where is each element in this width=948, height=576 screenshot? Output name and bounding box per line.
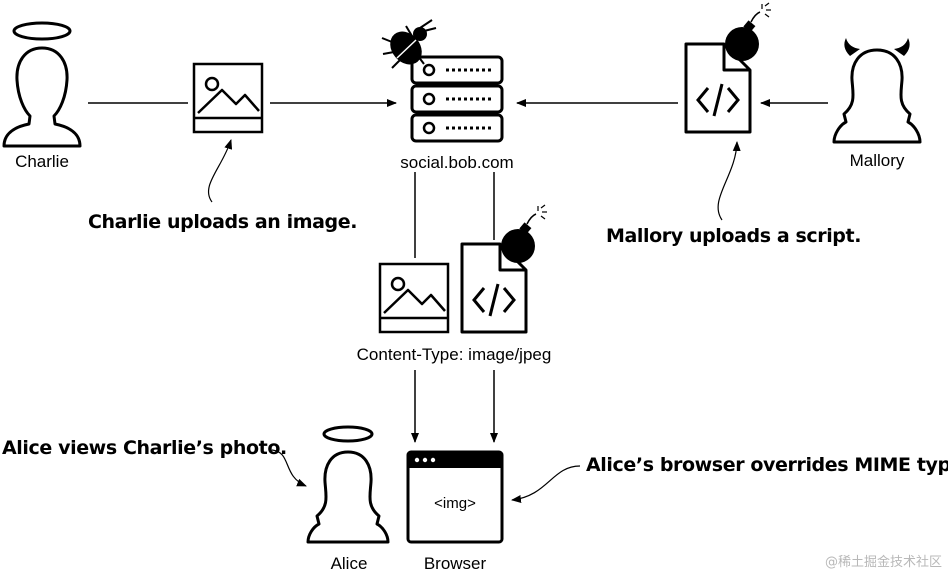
content-type-label: Content-Type: image/jpeg xyxy=(357,345,552,364)
uploaded-image-file-icon xyxy=(192,62,264,134)
browser-window-icon xyxy=(406,450,504,544)
bomb-icon xyxy=(725,2,771,61)
served-script-file-icon xyxy=(460,242,528,334)
charlie-uploads-annotation: Charlie uploads an image. xyxy=(88,211,357,233)
browser-annotation-arrow xyxy=(511,465,581,503)
charlie-annotation-arrow xyxy=(207,139,233,203)
malicious-script-file-icon xyxy=(684,42,752,134)
charlie-label: Charlie xyxy=(15,152,69,171)
alice-angel-user-icon xyxy=(306,425,390,544)
bug-icon xyxy=(381,19,437,69)
img-tag-label: <img> xyxy=(434,495,476,512)
charlie-angel-user-icon xyxy=(2,21,82,148)
watermark: @稀土掘金技术社区 xyxy=(825,554,942,570)
alice-views-annotation: Alice views Charlie’s photo. xyxy=(2,437,287,459)
mallory-label: Mallory xyxy=(850,151,905,170)
server-label: social.bob.com xyxy=(400,153,513,172)
mallory-annotation-arrow xyxy=(717,141,741,221)
browser-overrides-annotation: Alice’s browser overrides MIME type. xyxy=(586,454,948,476)
served-image-file-icon xyxy=(378,262,450,334)
mallory-uploads-annotation: Mallory uploads a script. xyxy=(606,225,861,247)
browser-label: Browser xyxy=(424,554,487,573)
server-icon xyxy=(410,55,504,143)
alice-annotation-arrow xyxy=(271,449,307,487)
alice-label: Alice xyxy=(331,554,368,573)
served-bomb-icon xyxy=(501,204,547,263)
mallory-devil-user-icon xyxy=(832,38,922,144)
